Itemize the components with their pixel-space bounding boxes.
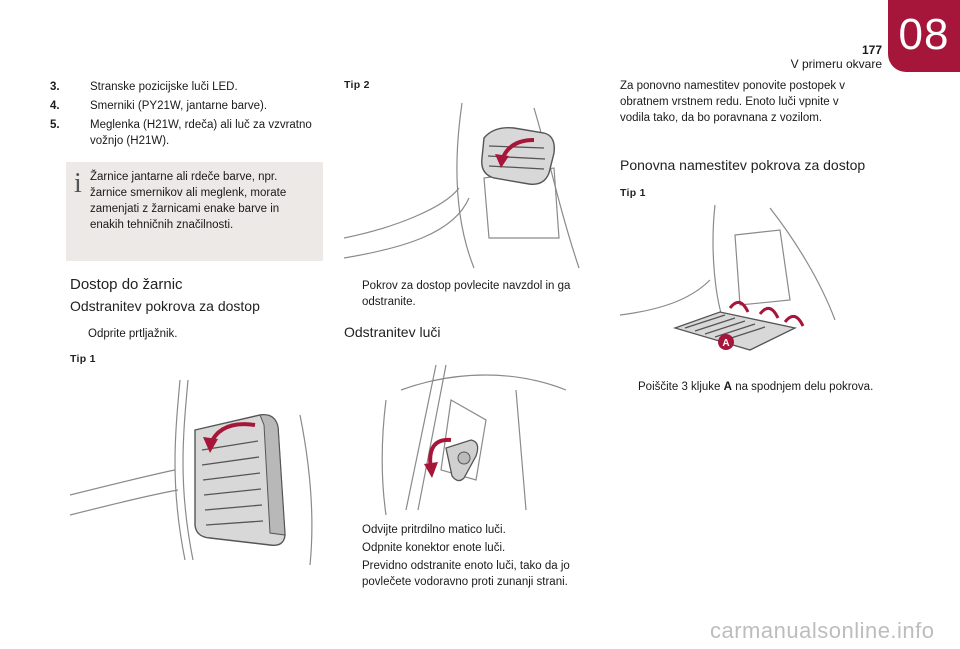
- chapter-tab: 08: [888, 0, 960, 72]
- list-item: 4.Smerniki (PY21W, jantarne barve).: [50, 100, 268, 112]
- bullet-item: Odprite prtljažnik.: [88, 328, 178, 340]
- lamp-removal-illustration: [381, 364, 567, 516]
- cover-hooks-illustration: A: [620, 204, 836, 351]
- list-item: 3.Stranske pozicijske luči LED.: [50, 81, 238, 93]
- info-icon: i: [74, 168, 82, 199]
- tip-label: Tip 1: [70, 353, 96, 365]
- section-heading: Dostop do žarnic: [70, 276, 183, 293]
- page-number: 177: [861, 43, 882, 57]
- bullet-item: Previdno odstranite enoto luči, tako da …: [362, 560, 570, 588]
- watermark: carmanualsonline.info: [710, 618, 935, 643]
- section-title: V primeru okvare: [790, 57, 882, 71]
- tip-label: Tip 1: [620, 187, 646, 199]
- list-item: 5.Meglenka (H21W, rdeča) ali luč za vzvr…: [50, 119, 312, 147]
- bulb-list: 3.Stranske pozicijske luči LED. 4.Smerni…: [50, 79, 320, 152]
- tip-label: Tip 2: [344, 79, 370, 91]
- section-heading: Ponovna namestitev pokrova za dostop: [620, 157, 866, 173]
- bullet-item: Odpnite konektor enote luči.: [362, 542, 506, 554]
- bullet-item: Poiščite 3 kljuke A na spodnjem delu pok…: [638, 381, 874, 393]
- callout-a: A: [722, 338, 729, 349]
- note-text: Žarnice jantarne ali rdeče barve, npr. ž…: [90, 171, 287, 231]
- sub-heading: Odstranitev pokrova za dostop: [70, 298, 260, 314]
- bullet-item: Pokrov za dostop povlecite navzdol in ga…: [362, 280, 571, 308]
- cover-illustration-type2: [344, 102, 580, 269]
- section-heading: Odstranitev luči: [344, 324, 441, 340]
- reinstall-intro: Za ponovno namestitev ponovite postopek …: [620, 80, 846, 124]
- removal-steps: Odvijte pritrdilno matico luči. Odpnite …: [344, 522, 584, 592]
- bullet-item: Odvijte pritrdilno matico luči.: [362, 524, 506, 536]
- info-note: i Žarnice jantarne ali rdeče barve, npr.…: [66, 162, 323, 261]
- cover-illustration-type1: [70, 379, 313, 566]
